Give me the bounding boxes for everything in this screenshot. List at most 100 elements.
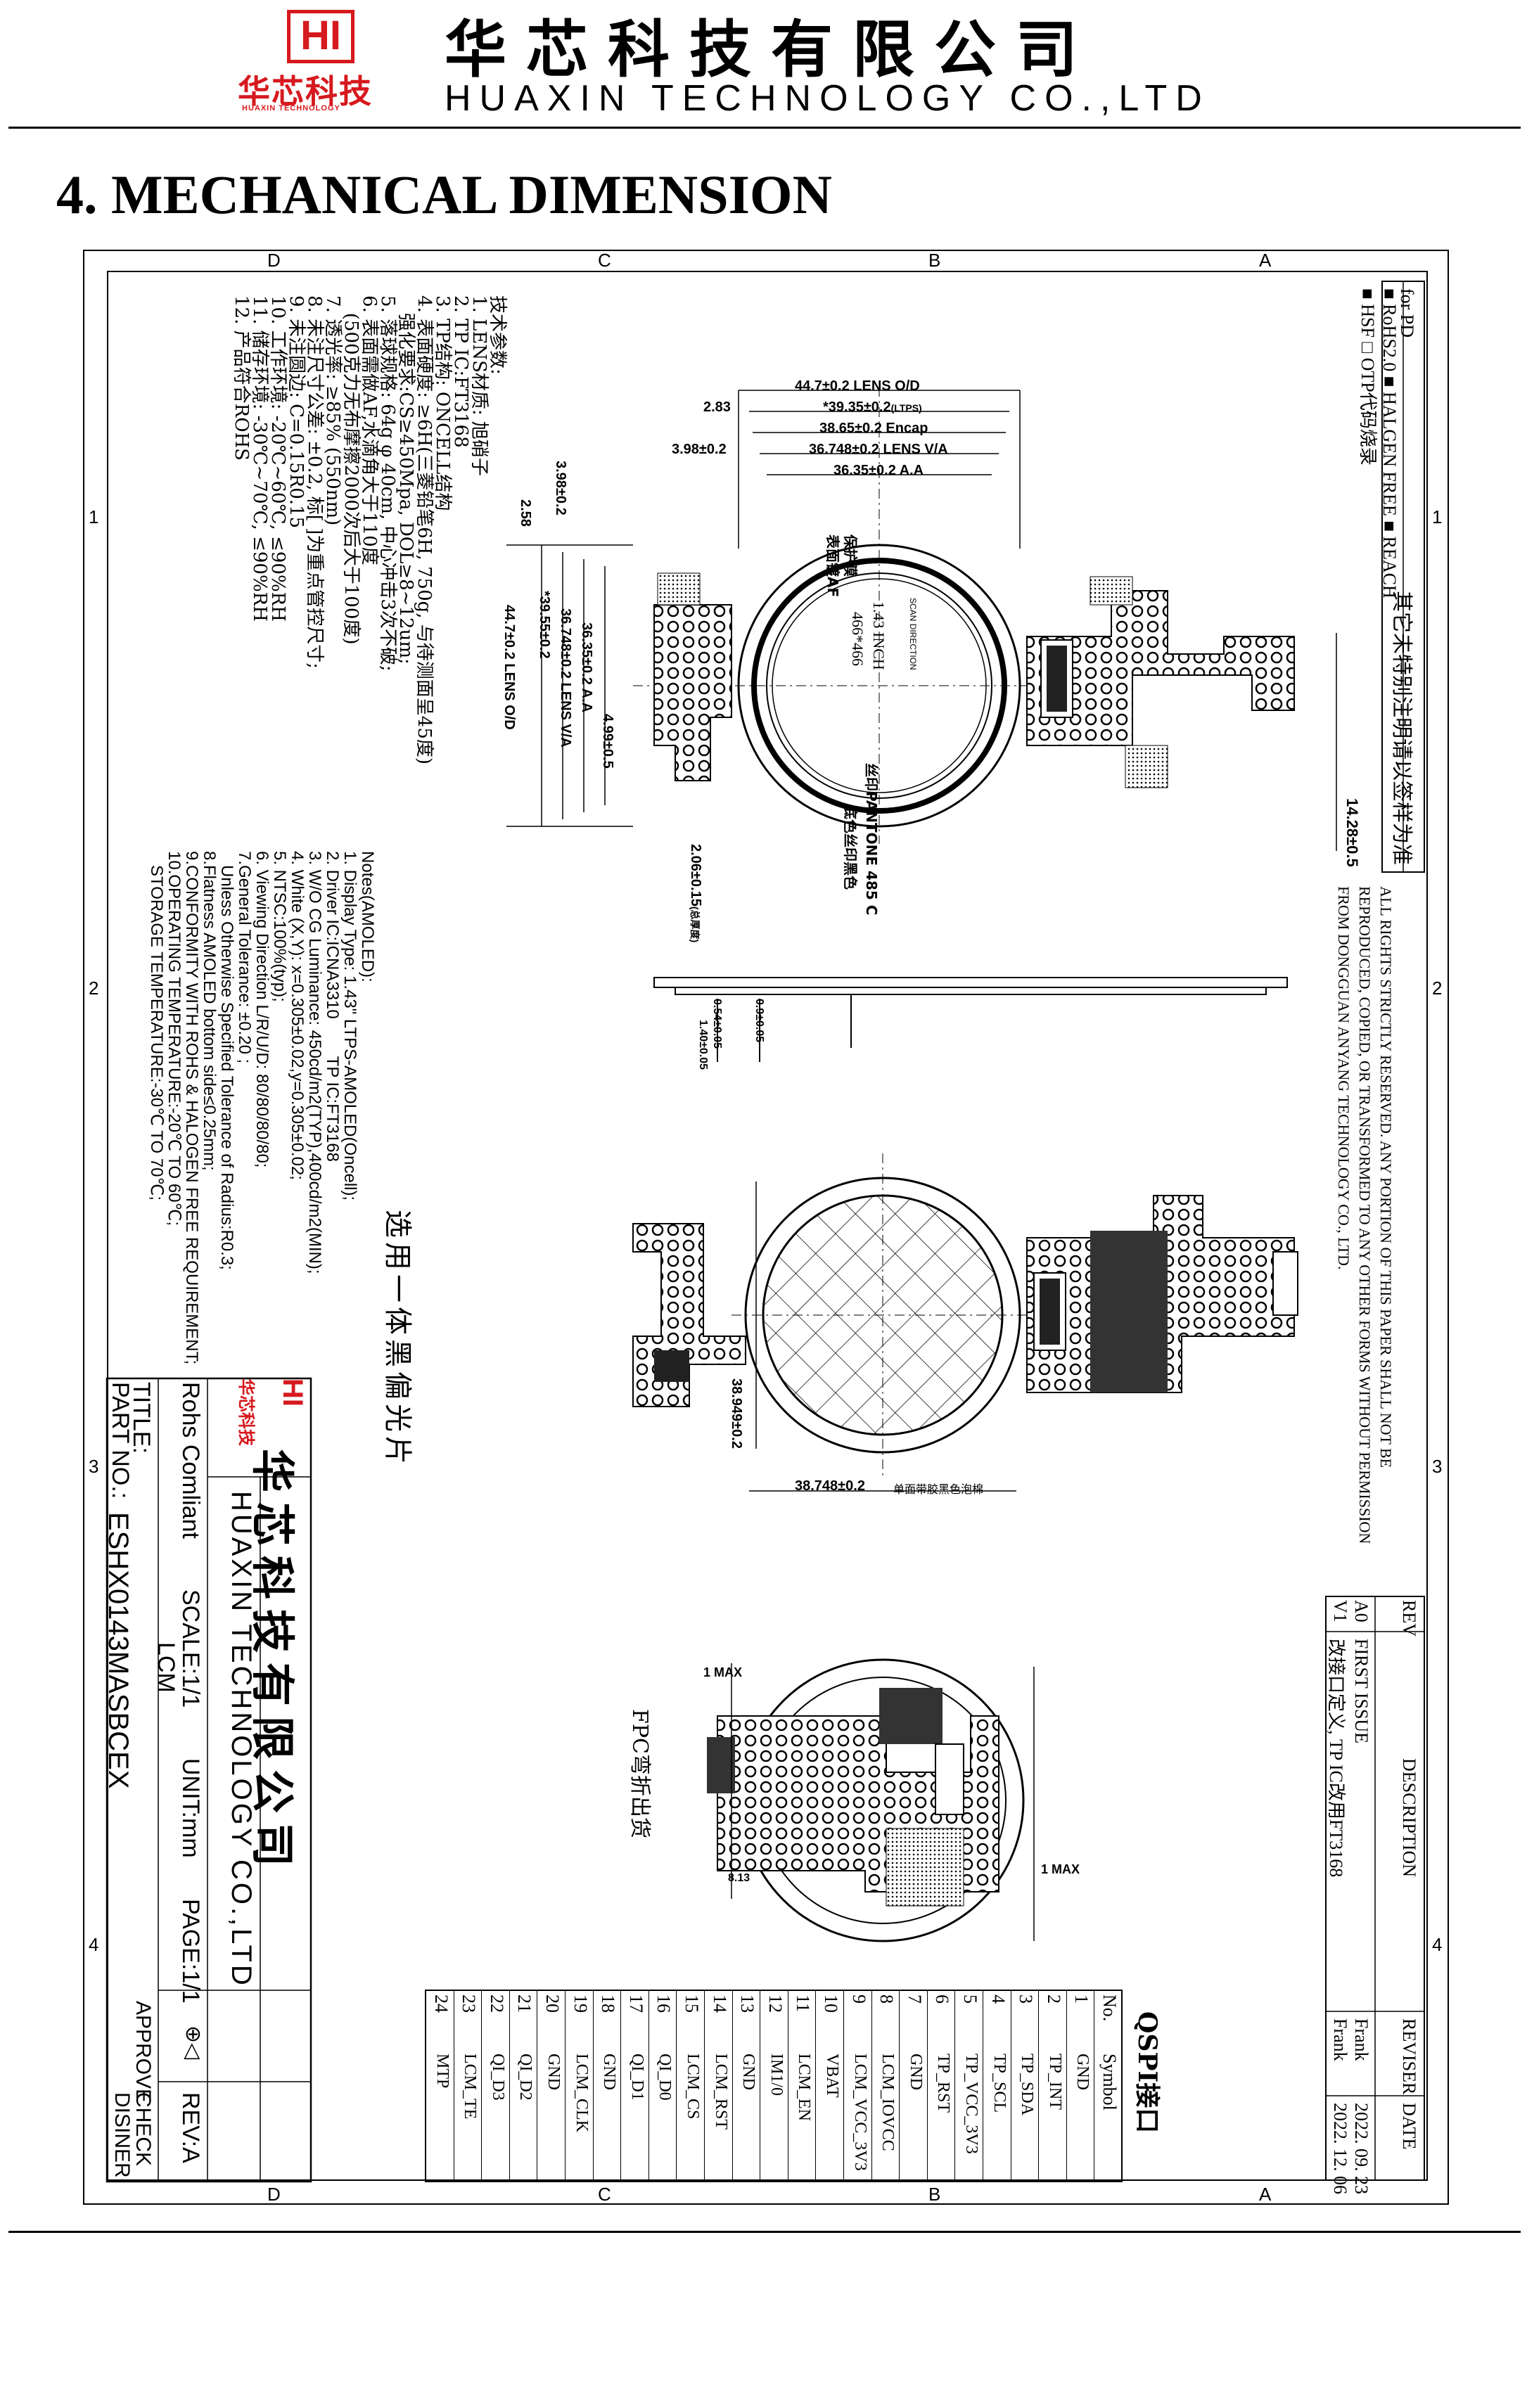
pin-number: 9 [848, 1994, 869, 2004]
page-header: HI 华芯科技 HUAXIN TECHNOLOGY 华芯科技有限公司 HUAXI… [0, 0, 1527, 127]
tb-title-value: LCM [153, 1642, 179, 1693]
company-logo-en: HUAXIN TECHNOLOGY [242, 104, 340, 113]
dim-encap: 38.65±0.2 Encap [819, 421, 928, 436]
compliance-note: 其它未特别注明请以签样为准 [1389, 591, 1414, 865]
rev-row2-reviser: Frank [1330, 2018, 1350, 2061]
dim-499: 4.99±0.5 [600, 714, 615, 769]
polarizer-note: 选用一体黑偏光片 [381, 1210, 414, 1468]
rev-row2-desc: 改接口定义, TP IC改用FT3168 [1326, 1639, 1346, 1878]
tb-part-label: PART NO.: [107, 1382, 134, 1499]
zone-3-right: 3 [1432, 1456, 1443, 1477]
note-item: 3. W/O CG Luminance: 450cd/m2(TYP),400cd… [305, 851, 324, 1274]
pin-symbol: LCM_CLK [572, 2054, 591, 2133]
note-item: 2. Driver IC:ICNA3310 TP IC:FT3168 [323, 851, 342, 1162]
tech-param-item: 11. 储存环境: -30℃~70℃, ≤90%RH [249, 295, 270, 622]
pin-symbol: LCM_EN [795, 2054, 814, 2121]
pin-number: 14 [709, 1994, 730, 2013]
pin-symbol: LCM_VCC_3V3 [850, 2054, 869, 2171]
note-item: 1. Display Type: 1.43" LTPS-AMOLED(Oncel… [340, 851, 359, 1201]
pin-number: 18 [598, 1994, 619, 2013]
zone-4-right: 4 [1432, 1934, 1443, 1955]
pin-number: 21 [514, 1994, 535, 2013]
pin-number: 6 [932, 1994, 953, 2004]
dim-va-v: 36.748±0.2 LENS V/A [558, 608, 573, 748]
dim-398-v: 3.98±0.2 [553, 461, 568, 515]
drawing-frame [83, 250, 1449, 2205]
zone-1-right: 1 [1432, 506, 1443, 527]
tb-part-value: ESHX0143MASBCEX [103, 1512, 134, 1789]
tb-disiner: DISINER [110, 2092, 134, 2178]
header-divider [8, 127, 1521, 129]
pin-symbol: TP_RST [934, 2054, 953, 2113]
dim-140: 1.40±0.05 [697, 1020, 709, 1070]
footer-divider [8, 2231, 1521, 2233]
pin-symbol: TP_VCC_3V3 [961, 2054, 980, 2154]
dim-813: 8.13 [728, 1872, 750, 1884]
dim-398: 3.98±0.2 [672, 442, 727, 457]
pin-number: 7 [904, 1994, 925, 2004]
tb-logo-cn: 华芯科技 [236, 1378, 256, 1446]
pin-symbol: MTP [433, 2054, 452, 2089]
zone-1-left: 1 [89, 506, 99, 527]
display-size: 1.43 INCH [870, 601, 888, 670]
zone-a-bottom: A [1259, 2184, 1272, 2205]
pin-symbol: GND [1073, 2054, 1092, 2090]
pin-symbol: QI_D1 [627, 2054, 646, 2101]
ink-label: 底色丝印黑色 [842, 805, 859, 890]
pin-number: 4 [988, 1994, 1009, 2004]
tech-param-item: 强化要求:CS≥450Mpa, DOL≥8~12um; [395, 295, 416, 665]
pin-column-header: No. Symbol [1094, 1990, 1122, 2182]
pin-symbol: QI_D2 [516, 2054, 535, 2101]
rev-row2-date: 2022. 12. 06 [1330, 2103, 1350, 2194]
tech-param-item: 6. 表面需做AF,水滴角大于110度 [359, 295, 380, 565]
rev-row2-rev: V1 [1330, 1600, 1350, 1622]
pin-number: 17 [625, 1994, 646, 2013]
pin-symbol: VBAT [822, 2054, 841, 2098]
pin-number: 24 [430, 1994, 452, 2013]
dim-lens-va: 36.748±0.2 LENS V/A [809, 442, 948, 457]
tech-param-item: 12. 产品符合ROHS [231, 295, 252, 461]
pin-header-symbol-cell: Symbol [1099, 2054, 1120, 2111]
fold-note: FPC弯折出货 [627, 1709, 652, 1838]
drawing-border [107, 271, 1428, 2181]
company-name-en: HUAXIN TECHNOLOGY CO.,LTD [445, 78, 1210, 119]
tech-param-item: 9. 未注圆边: C=0.15R0.15 [286, 295, 307, 529]
dim-back-width: 38.748±0.2 [795, 1478, 865, 1494]
pin-number: 8 [876, 1994, 897, 2004]
dim-206-value: 2.06±0.15 [688, 844, 703, 907]
notes-title: Notes(AMOLED): [358, 851, 377, 982]
tech-param-item: 1. LENS材质: 旭硝子 [468, 295, 490, 476]
pin-number: 12 [765, 1994, 786, 2013]
pin-symbol: GND [600, 2054, 619, 2090]
pin-number: 15 [681, 1994, 702, 2013]
rev-row1-desc: FIRST ISSUE [1351, 1639, 1372, 1744]
note-item: 4. White (X,Y): x=0.305±0.02,y=0.305±0.0… [288, 851, 307, 1180]
pin-symbol: GND [739, 2054, 758, 2090]
tech-param-item: (500克力无布摩擦2000次后大于100度) [340, 295, 362, 645]
pin-number: 16 [653, 1994, 675, 2013]
dim-ltps-tag: (LTPS) [890, 402, 922, 414]
tb-approve: APPROVE [132, 2001, 155, 2103]
note-item: 6. Viewing Direction L/R/U/D: 80/80/80/8… [253, 851, 271, 1168]
tb-scale: SCALE:1/1 [177, 1589, 204, 1708]
rights-notice: ALL RIGHTS STRICTLY RESERVED. ANY PORTIO… [1335, 886, 1395, 1544]
dim-1max-b: 1 MAX [1041, 1862, 1080, 1876]
pin-number: 5 [959, 1994, 980, 2004]
tb-check: CHECK [132, 2092, 155, 2167]
pin-number: 1 [1071, 1994, 1092, 2004]
pin-header-no-cell: No. [1099, 1994, 1120, 2022]
dim-09: 0.9±0.05 [753, 999, 765, 1043]
pin-symbol: TP_INT [1045, 2054, 1064, 2110]
company-logo-cn: 华芯科技 [238, 72, 373, 110]
